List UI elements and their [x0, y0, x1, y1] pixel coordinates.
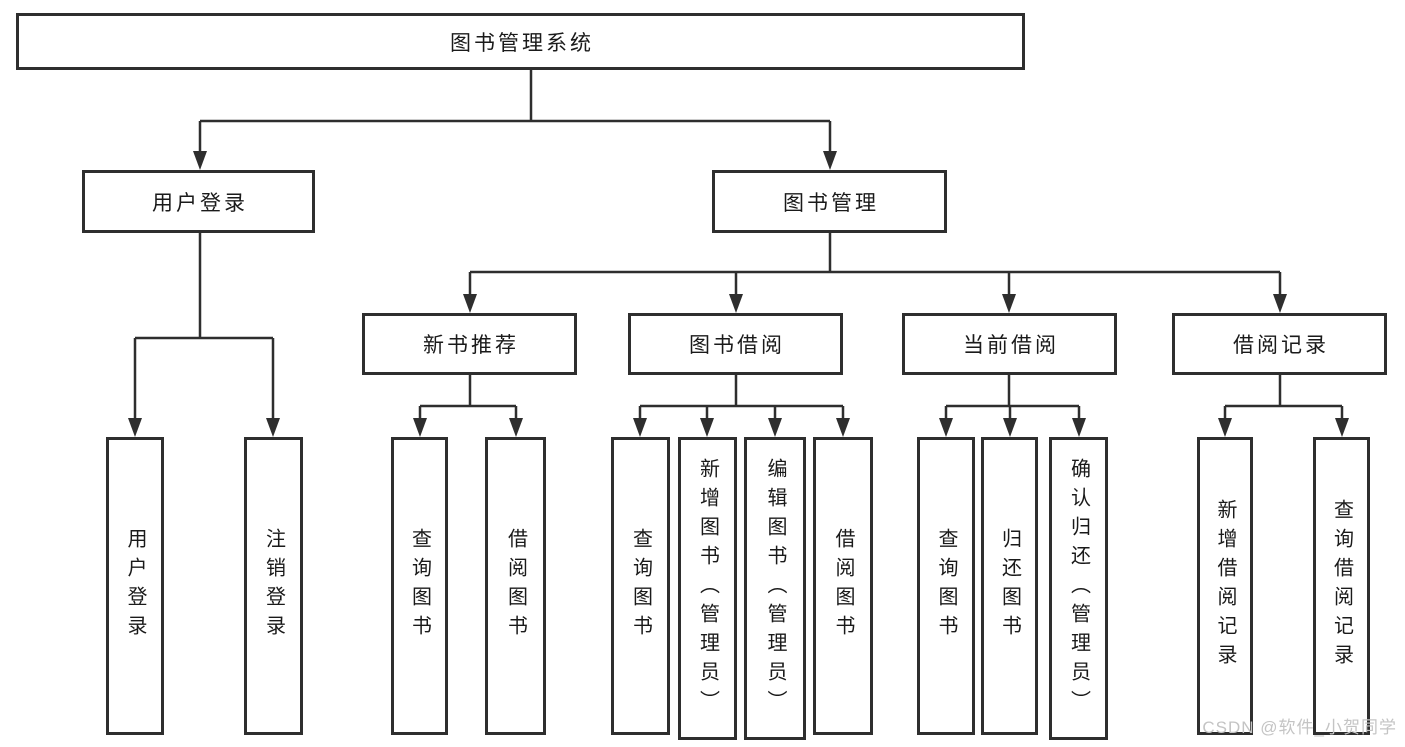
- node-library-system: 图书管理系统: [16, 13, 1025, 70]
- node-book-management: 图书管理: [712, 170, 947, 233]
- node-book-borrowing: 图书借阅: [628, 313, 843, 375]
- csdn-watermark: CSDN @软件_小贺同学: [1202, 718, 1397, 737]
- arrowheads: [128, 151, 1349, 437]
- node-current-borrowing: 当前借阅: [902, 313, 1117, 375]
- leaf-records-add-record: 新增借阅记录: [1197, 437, 1253, 735]
- leaf-borrowing-borrow-book: 借阅图书: [813, 437, 873, 735]
- leaf-current-query-book: 查询图书: [917, 437, 975, 735]
- leaf-logout: 注销登录: [244, 437, 303, 735]
- leaf-recommend-borrow-book: 借阅图书: [485, 437, 546, 735]
- node-user-login: 用户登录: [82, 170, 315, 233]
- leaf-recommend-query-book: 查询图书: [391, 437, 448, 735]
- node-new-book-recommend: 新书推荐: [362, 313, 577, 375]
- leaf-records-query-record: 查询借阅记录: [1313, 437, 1370, 735]
- leaf-borrowing-edit-book: 编辑图书（管理员）: [744, 437, 806, 740]
- node-borrowing-records: 借阅记录: [1172, 313, 1387, 375]
- leaf-current-return-book: 归还图书: [981, 437, 1038, 735]
- leaf-borrowing-query-book: 查询图书: [611, 437, 670, 735]
- leaf-borrowing-add-book: 新增图书（管理员）: [678, 437, 737, 740]
- leaf-user-login: 用户登录: [106, 437, 164, 735]
- leaf-current-confirm-return: 确认归还（管理员）: [1049, 437, 1108, 740]
